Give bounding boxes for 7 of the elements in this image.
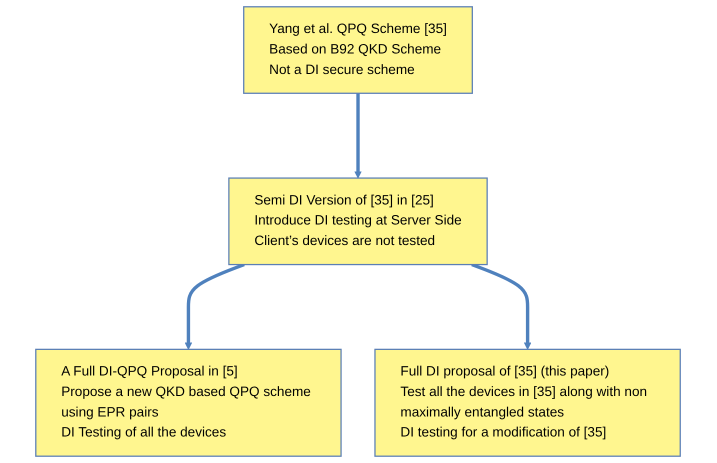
node-box: A Full DI-QPQ Proposal in [5] Propose a new QKD based QPQ scheme using EPR pairs DI Testing of all the devices — [36, 348, 342, 457]
node-box: Yang et al. QPQ Scheme [35] Based on B92 QKD Scheme Not a DI secure scheme — [244, 6, 474, 94]
arrow — [354, 93, 362, 178]
node-box: Full DI proposal of [35] (this paper) Test all the devices in [35] along with non maximally entangled states DI testing for a modification of [35] — [374, 348, 682, 457]
node-box: Semi DI Version of [35] in [25] Introduce DI testing at Server Side Client’s devices are not tested — [228, 177, 488, 266]
arrow — [185, 262, 246, 350]
arrow — [472, 262, 532, 350]
